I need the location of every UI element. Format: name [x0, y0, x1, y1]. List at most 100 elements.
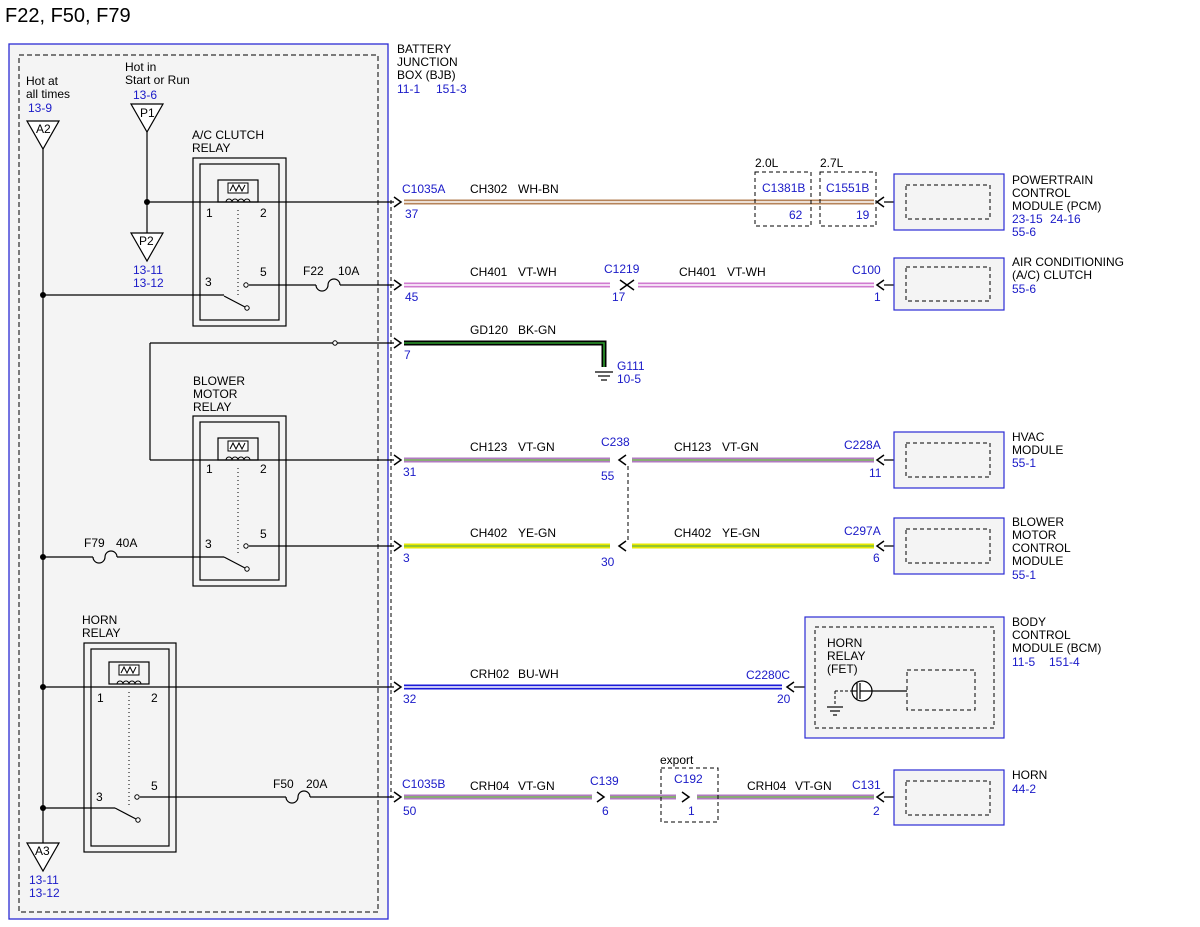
- bcm-module-name-2: CONTROL: [1012, 628, 1071, 642]
- bcm-module-name-3: MODULE (BCM): [1012, 641, 1101, 655]
- splice-dot: [332, 340, 338, 346]
- bjb-ref-1: 11-1: [397, 82, 420, 96]
- connector-arrow-icon: [393, 454, 403, 466]
- ground-icon: [827, 706, 843, 716]
- ground-color: BK-GN: [518, 323, 556, 337]
- connector-arrow-icon: [393, 337, 403, 349]
- bcm-inner-block: [906, 669, 976, 711]
- hvac-mid-connector: C238: [601, 435, 630, 449]
- inline1-variant: 2.0L: [755, 156, 779, 170]
- connector-arrow-icon: [617, 454, 627, 466]
- blower-circuit: CH402: [470, 526, 508, 540]
- ground-ref: 10-5: [617, 372, 641, 386]
- hvac-module-ref-1: 55-1: [1012, 456, 1036, 470]
- feed-hot-run-label-1: Hot in: [125, 60, 156, 74]
- ac-color-2: VT-WH: [727, 265, 766, 279]
- connector-arrow-icon: [681, 791, 691, 803]
- blower-relay-pin-3: 3: [205, 537, 212, 551]
- horn-color-2: VT-GN: [795, 779, 832, 793]
- feed-hot-run-label-2: Start or Run: [125, 73, 190, 87]
- pcm-pin: 37: [405, 207, 419, 221]
- hvac-circuit: CH123: [470, 440, 508, 454]
- feed-a3-label: A3: [35, 844, 50, 858]
- horn-relay-label-2: RELAY: [82, 626, 120, 640]
- connector-arrow-icon: [875, 279, 885, 291]
- bcm-module-name-1: BODY: [1012, 615, 1046, 629]
- blower-end-connector: C297A: [844, 524, 881, 538]
- ac-mid-connector: C1219: [604, 262, 640, 276]
- blower-relay-label-3: RELAY: [193, 400, 231, 414]
- horn-relay-pin: 32: [403, 692, 417, 706]
- horn-relay-circuit: CRH02: [470, 667, 510, 681]
- horn-mid-pin: 6: [602, 804, 609, 818]
- horn-end-connector: C131: [852, 778, 881, 792]
- connector-arrow-icon: [393, 196, 403, 208]
- inline1-connector: C1381B: [762, 181, 805, 195]
- pcm-module-ref-3: 55-6: [1012, 225, 1036, 239]
- horn-relay-color: BU-WH: [518, 667, 559, 681]
- feed-p2-ref-2: 13-12: [133, 276, 164, 290]
- horn-circuit: CRH04: [470, 779, 510, 793]
- blower-color: YE-GN: [518, 526, 556, 540]
- inline2-connector: C1551B: [826, 181, 869, 195]
- inline2-variant: 2.7L: [820, 156, 844, 170]
- feed-hot-run-ref: 13-6: [133, 88, 157, 102]
- feed-p1-label: P1: [140, 106, 155, 120]
- hvac-end-connector: C228A: [844, 438, 881, 452]
- horn-relay-pin-2: 2: [151, 691, 158, 705]
- bcm-module-box: [804, 616, 1005, 739]
- ac-relay-pin-1: 1: [206, 206, 213, 220]
- horn-relay-end-pin: 20: [777, 692, 791, 706]
- horn-relay-switch: [114, 807, 137, 820]
- horn-module-name-1: HORN: [1012, 768, 1047, 782]
- blower-module-name-4: MODULE: [1012, 554, 1063, 568]
- ac-relay-pin-2: 2: [260, 206, 267, 220]
- connector-arrow-icon: [625, 279, 635, 291]
- hvac-mid-pin: 55: [601, 469, 615, 483]
- fuse-f22-name: F22: [303, 264, 324, 278]
- ac-relay-label-2: RELAY: [192, 141, 230, 155]
- connector-arrow-icon: [393, 791, 403, 803]
- pcm-module-ref-2: 24-16: [1050, 212, 1081, 226]
- blower-module-name-3: CONTROL: [1012, 541, 1071, 555]
- hvac-color: VT-GN: [518, 440, 555, 454]
- pcm-connector: C1035A: [402, 182, 445, 196]
- feed-p1-triangle: [129, 103, 165, 134]
- feed-hot-all-label-1: Hot at: [26, 74, 59, 88]
- blower-relay-pin-2: 2: [260, 462, 267, 476]
- ac-relay-pin-3: 3: [205, 275, 212, 289]
- horn-circuit-2: CRH04: [747, 779, 787, 793]
- ac-relay-label-1: A/C CLUTCH: [192, 128, 264, 142]
- fuse-f79-icon: [92, 550, 118, 564]
- bcm-inner-label-3: (FET): [827, 662, 858, 676]
- bjb-label-3: BOX (BJB): [397, 68, 456, 82]
- connector-arrow-icon: [393, 279, 403, 291]
- feed-a3-ref-2: 13-12: [29, 886, 60, 900]
- horn-color: VT-GN: [518, 779, 555, 793]
- hvac-end-pin: 11: [869, 466, 882, 480]
- ac-pin: 45: [405, 290, 419, 304]
- fuse-f50-icon: [285, 790, 311, 804]
- ac-circuit-2: CH401: [679, 265, 717, 279]
- blower-relay-contact: [243, 543, 249, 549]
- horn-module-ref-1: 44-2: [1012, 782, 1036, 796]
- horn-relay-pin-5: 5: [151, 779, 158, 793]
- bjb-inner-dashed: [18, 54, 379, 913]
- ac-color: VT-WH: [518, 265, 557, 279]
- pcm-circuit: CH302: [470, 182, 508, 196]
- feed-a2-label: A2: [36, 122, 51, 136]
- feed-hot-all-ref: 13-9: [28, 101, 52, 115]
- inline-connector-box: [819, 171, 877, 227]
- wire-gd120: [404, 340, 607, 367]
- bcm-module-ref-1: 11-5: [1012, 655, 1035, 669]
- blower-pin: 3: [403, 551, 410, 565]
- pcm-color: WH-BN: [518, 182, 559, 196]
- bcm-inner-label-2: RELAY: [827, 649, 865, 663]
- blower-circuit-2: CH402: [674, 526, 712, 540]
- ground-name: G111: [617, 359, 645, 373]
- ground-pin: 7: [404, 348, 411, 362]
- blower-relay-pin-5: 5: [260, 527, 267, 541]
- horn-end-pin: 2: [873, 804, 880, 818]
- horn-mid-connector: C139: [590, 774, 619, 788]
- connector-arrow-icon: [617, 540, 627, 552]
